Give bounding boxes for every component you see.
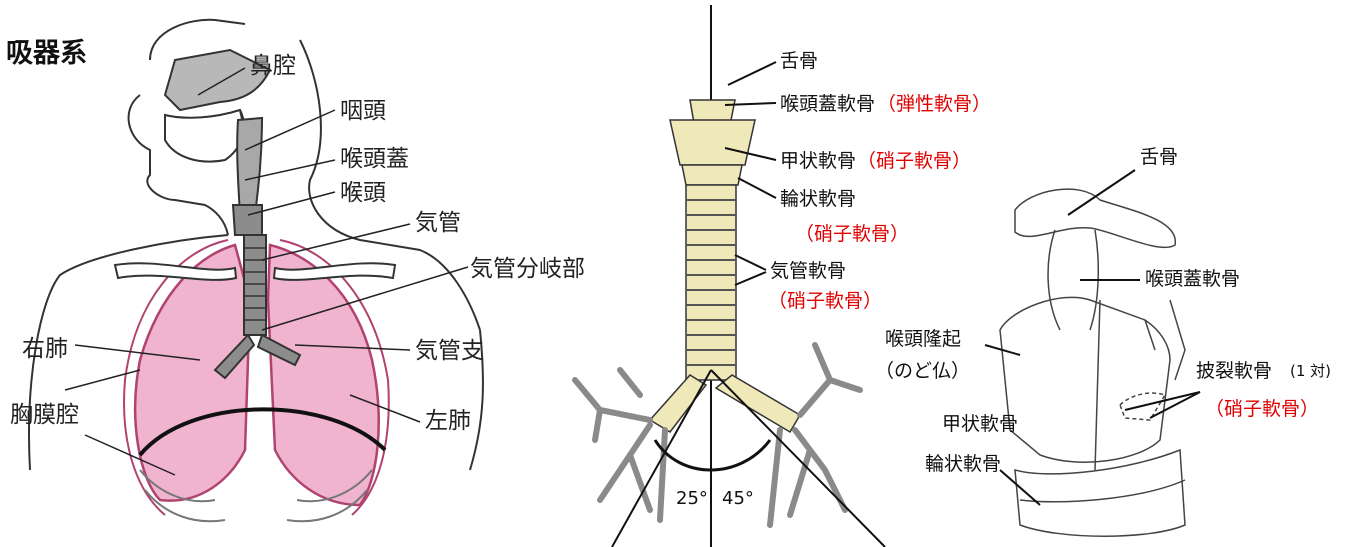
- label-right-lung: 右肺: [22, 338, 68, 361]
- label-larynx: 喉頭: [340, 182, 386, 205]
- label-cricoid-hyaline-note: （硝子軟骨）: [795, 225, 909, 244]
- label-epiglottis: 喉頭蓋: [340, 148, 409, 171]
- label-epiglottic-cartilage-right: 喉頭蓋軟骨: [1145, 270, 1240, 289]
- label-cricoid-cartilage-mid: 輪状軟骨: [780, 190, 856, 209]
- label-thyroid-cartilage-mid: 甲状軟骨: [780, 152, 856, 171]
- label-thyroid-cartilage-right: 甲状軟骨: [942, 415, 1018, 434]
- label-left-lung: 左肺: [425, 410, 471, 433]
- label-tracheal-bifurcation: 気管分岐部: [470, 258, 585, 281]
- label-arytenoid-count: (1 対): [1290, 364, 1331, 379]
- label-pleural-cavity: 胸膜腔: [10, 404, 79, 427]
- left-lung-shape: [268, 245, 379, 505]
- label-tracheal-cartilage: 気管軟骨: [770, 262, 846, 281]
- label-laryngeal-prominence: 喉頭隆起: [885, 330, 961, 349]
- label-cricoid-cartilage-right: 輪状軟骨: [925, 455, 1001, 474]
- label-tracheal-hyaline-note: （硝子軟骨）: [768, 292, 882, 311]
- label-thyroid-hyaline-note: （硝子軟骨）: [857, 152, 971, 171]
- label-hyoid-right: 舌骨: [1140, 148, 1178, 167]
- label-pharynx: 咽頭: [340, 100, 386, 123]
- label-arytenoid-cartilage: 披裂軟骨: [1196, 362, 1272, 381]
- label-angle-right-bronchus: 25°: [676, 490, 708, 508]
- label-angle-left-bronchus: 45°: [722, 490, 754, 508]
- label-epiglottic-cartilage-mid: 喉頭蓋軟骨: [780, 95, 875, 114]
- label-nasal-cavity: 鼻腔: [250, 55, 296, 78]
- label-elastic-cartilage-note: （弾性軟骨）: [877, 95, 991, 114]
- label-hyoid-mid: 舌骨: [780, 52, 818, 71]
- right-lung-shape: [135, 245, 250, 501]
- label-bronchus: 気管支: [415, 340, 484, 363]
- larynx-shape: [233, 205, 262, 235]
- label-arytenoid-hyaline-note: （硝子軟骨）: [1205, 400, 1319, 419]
- label-adams-apple: （のど仏）: [875, 362, 970, 381]
- label-trachea: 気管: [415, 212, 461, 235]
- pharynx-shape: [237, 118, 262, 215]
